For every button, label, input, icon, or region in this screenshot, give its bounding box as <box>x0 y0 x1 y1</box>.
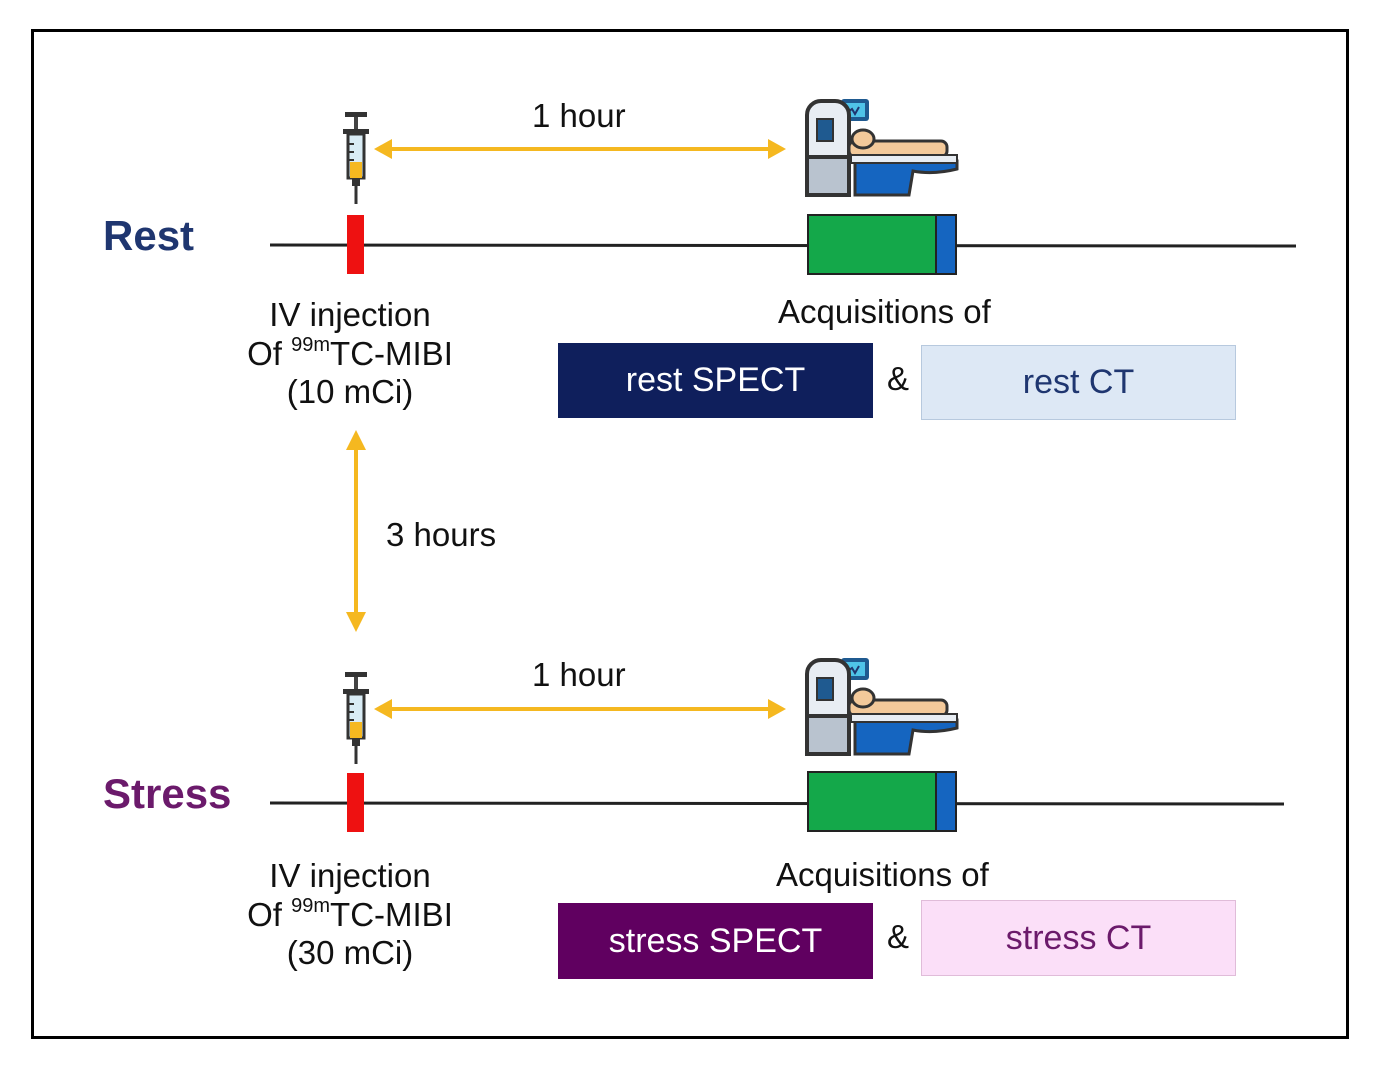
stress-spect-block <box>807 771 937 832</box>
scanner-icon <box>805 97 959 197</box>
syringe-icon <box>341 670 371 766</box>
rest-phase-label: Rest <box>103 212 195 259</box>
injection-line1: IV injection <box>269 296 431 333</box>
stress-spect-box: stress SPECT <box>558 903 873 979</box>
stress-interval-label: 1 hour <box>532 656 626 693</box>
rest-ct-block <box>935 214 957 275</box>
stress-injection-label: IV injection Of 99mTC-MIBI (30 mCi) <box>200 857 500 972</box>
injection-line1: IV injection <box>269 857 431 894</box>
rest-injection-label: IV injection Of 99mTC-MIBI (10 mCi) <box>200 296 500 411</box>
isotope-superscript: 99m <box>291 895 331 917</box>
stress-ct-block <box>935 771 957 832</box>
rest-spect-box: rest SPECT <box>558 343 873 418</box>
injection-dose: (10 mCi) <box>286 373 414 410</box>
stress-phase-label: Stress <box>103 770 232 817</box>
isotope-superscript: 99m <box>291 334 331 356</box>
rest-ampersand: & <box>887 360 910 397</box>
syringe-icon <box>341 110 371 206</box>
stress-interval-arrow <box>374 699 786 719</box>
diagram-frame <box>31 29 1349 1039</box>
stress-ct-box: stress CT <box>921 900 1236 976</box>
rest-ct-box: rest CT <box>921 345 1236 420</box>
stress-injection-marker <box>347 773 364 832</box>
rest-interval-label: 1 hour <box>532 97 626 134</box>
stress-ampersand: & <box>887 918 910 955</box>
injection-line2: Of 99mTC-MIBI <box>247 895 453 933</box>
between-interval-label: 3 hours <box>386 516 497 553</box>
scanner-icon <box>805 656 959 756</box>
rest-spect-block <box>807 214 937 275</box>
injection-line2: Of 99mTC-MIBI <box>247 334 453 372</box>
between-interval-arrow <box>346 430 366 632</box>
rest-injection-marker <box>347 215 364 274</box>
rest-acquisition-title: Acquisitions of <box>778 293 991 330</box>
stress-acquisition-title: Acquisitions of <box>776 856 989 893</box>
injection-dose: (30 mCi) <box>286 934 414 971</box>
rest-interval-arrow <box>374 139 786 159</box>
